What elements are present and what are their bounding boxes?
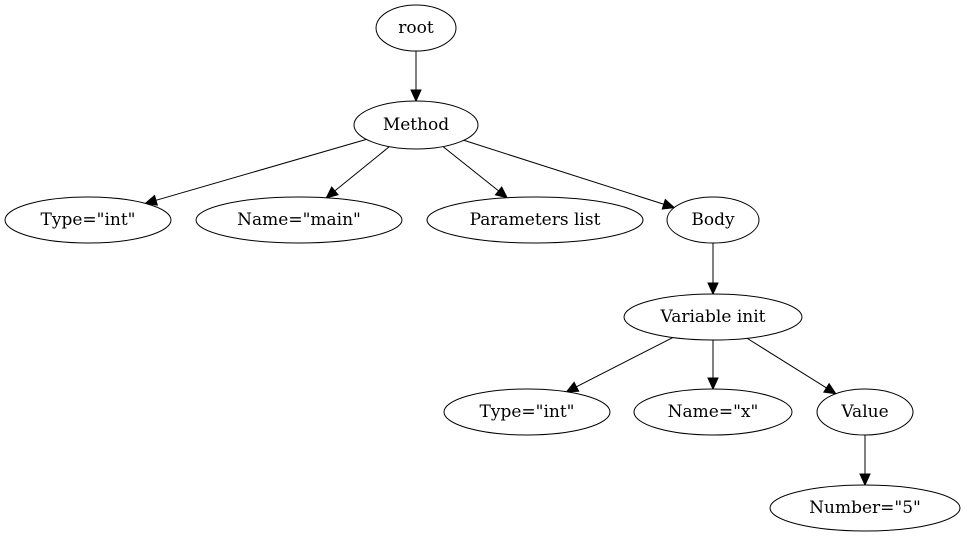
arrowhead-icon: [707, 377, 719, 391]
edge-line: [334, 146, 390, 192]
arrowhead-icon: [822, 382, 837, 395]
node-label: Name="x": [668, 402, 759, 422]
node-ellipse: [443, 388, 611, 436]
node-label: root: [398, 18, 434, 38]
arrowhead-icon: [494, 186, 509, 199]
edge-value-to-number: [859, 435, 871, 487]
node-ellipse: [353, 100, 479, 150]
node-label: Parameters list: [470, 210, 601, 230]
node-params: Parameters list: [426, 196, 644, 244]
node-label: Name="main": [237, 210, 361, 230]
node-label: Method: [383, 115, 449, 135]
node-root: root: [375, 4, 457, 52]
node-name1: Name="main": [195, 196, 403, 244]
node-label: Body: [691, 210, 735, 230]
edge-method-to-type1: [144, 138, 367, 206]
edge-line: [746, 337, 827, 389]
edge-line: [155, 138, 367, 201]
node-value: Value: [816, 388, 914, 436]
arrowhead-icon: [661, 198, 676, 210]
node-varinit: Variable init: [623, 293, 803, 341]
arrowhead-icon: [565, 381, 580, 393]
node-label: Type="int": [41, 210, 136, 230]
edge-method-to-params: [442, 146, 509, 199]
edge-body-to-varinit: [707, 243, 719, 296]
node-name2: Name="x": [633, 388, 793, 436]
edge-line: [463, 139, 664, 205]
arrowhead-icon: [859, 473, 871, 487]
node-method: Method: [353, 100, 479, 150]
arrowhead-icon: [325, 186, 339, 199]
node-label: Type="int": [480, 402, 575, 422]
edge-varinit-to-value: [746, 337, 837, 395]
node-ellipse: [426, 196, 644, 244]
node-body: Body: [666, 196, 760, 244]
arrowhead-icon: [707, 282, 719, 296]
node-label: Variable init: [660, 307, 766, 327]
node-ellipse: [375, 4, 457, 52]
node-number: Number="5": [769, 484, 961, 532]
node-type2: Type="int": [443, 388, 611, 436]
node-ellipse: [816, 388, 914, 436]
edge-root-to-method: [410, 51, 422, 103]
arrowhead-icon: [410, 89, 422, 103]
edge-line: [576, 337, 674, 388]
edge-varinit-to-name2: [707, 340, 719, 391]
arrowhead-icon: [144, 194, 159, 206]
edge-method-to-name1: [325, 146, 390, 199]
node-ellipse: [4, 196, 172, 244]
edge-line: [442, 146, 499, 192]
node-ellipse: [195, 196, 403, 244]
node-ellipse: [666, 196, 760, 244]
node-ellipse: [633, 388, 793, 436]
node-label: Number="5": [809, 498, 921, 518]
edges-layer: [144, 51, 871, 487]
edge-method-to-body: [463, 139, 676, 210]
node-label: Value: [840, 402, 888, 422]
node-ellipse: [623, 293, 803, 341]
node-ellipse: [769, 484, 961, 532]
node-type1: Type="int": [4, 196, 172, 244]
edge-varinit-to-type2: [565, 337, 674, 393]
